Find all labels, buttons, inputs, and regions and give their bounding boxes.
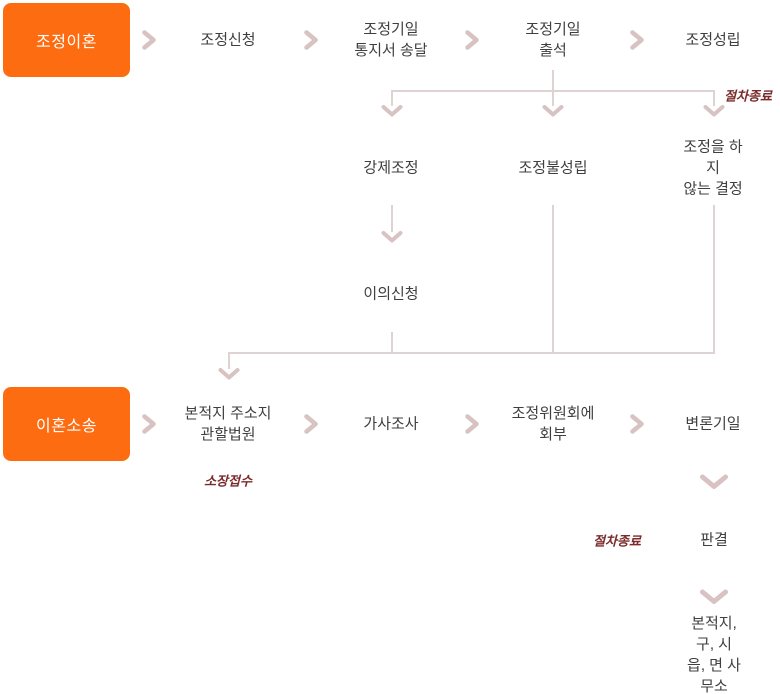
chevron-right-icon xyxy=(141,30,157,50)
step-registry-office: 본적지, 구, 시 읍, 면 사무소 xyxy=(687,615,741,694)
arrow-down-icon xyxy=(381,231,403,244)
step-mediation-established: 조정성립 xyxy=(685,31,741,49)
chevron-right-icon xyxy=(629,414,645,434)
connector-bracket-top xyxy=(391,90,715,92)
chevron-right-icon xyxy=(303,414,319,434)
chevron-right-icon xyxy=(629,30,645,50)
chevron-right-icon xyxy=(464,30,480,50)
step-family-investigation: 가사조사 xyxy=(363,415,419,433)
arrow-down-icon xyxy=(542,105,564,118)
connector-failed-down xyxy=(552,205,554,353)
chevron-right-icon xyxy=(464,414,480,434)
procedure-end-annotation: 절차종료 xyxy=(593,533,641,549)
connector-forced-down xyxy=(391,205,393,232)
chevron-down-icon xyxy=(699,589,729,606)
mediation-divorce-start-node: 조정이혼 xyxy=(3,3,130,77)
step-mediation-apply: 조정신청 xyxy=(200,31,256,49)
complaint-filing-annotation: 소장접수 xyxy=(204,473,252,489)
chevron-right-icon xyxy=(303,30,319,50)
chevron-down-icon xyxy=(699,474,729,491)
step-competent-court: 본적지 주소지 관할법원 xyxy=(184,405,272,443)
step-mediation-attend: 조정기일 출석 xyxy=(525,21,581,59)
step-hearing-date: 변론기일 xyxy=(685,415,741,433)
procedure-end-annotation: 절차종료 xyxy=(724,88,772,104)
arrow-down-icon xyxy=(381,105,403,118)
chevron-right-icon xyxy=(141,414,157,434)
mediation-start-label: 조정이혼 xyxy=(36,34,97,51)
step-objection: 이의신청 xyxy=(363,285,419,303)
connector-no-mediation-down xyxy=(713,205,715,353)
connector-bracket-bottom xyxy=(228,352,715,354)
step-mediation-committee: 조정위원회에 회부 xyxy=(511,405,595,443)
connector-branch-right xyxy=(713,90,715,106)
divorce-lawsuit-start-node: 이혼소송 xyxy=(3,387,130,461)
outcome-mediation-failed: 조정불성립 xyxy=(518,159,588,177)
step-mediation-notice: 조정기일 통지서 송달 xyxy=(354,21,428,59)
connector-branch-left xyxy=(391,90,393,106)
outcome-forced-mediation: 강제조정 xyxy=(363,159,419,177)
lawsuit-start-label: 이혼소송 xyxy=(36,418,97,435)
arrow-down-icon xyxy=(703,105,725,118)
arrow-down-icon xyxy=(218,368,240,381)
connector-attend-down xyxy=(552,70,554,106)
connector-objection-down xyxy=(391,332,393,353)
step-judgment: 판결 xyxy=(700,531,728,549)
outcome-no-mediation-decision: 조정을 하지 않는 결정 xyxy=(683,138,743,198)
connector-to-court xyxy=(228,352,230,369)
